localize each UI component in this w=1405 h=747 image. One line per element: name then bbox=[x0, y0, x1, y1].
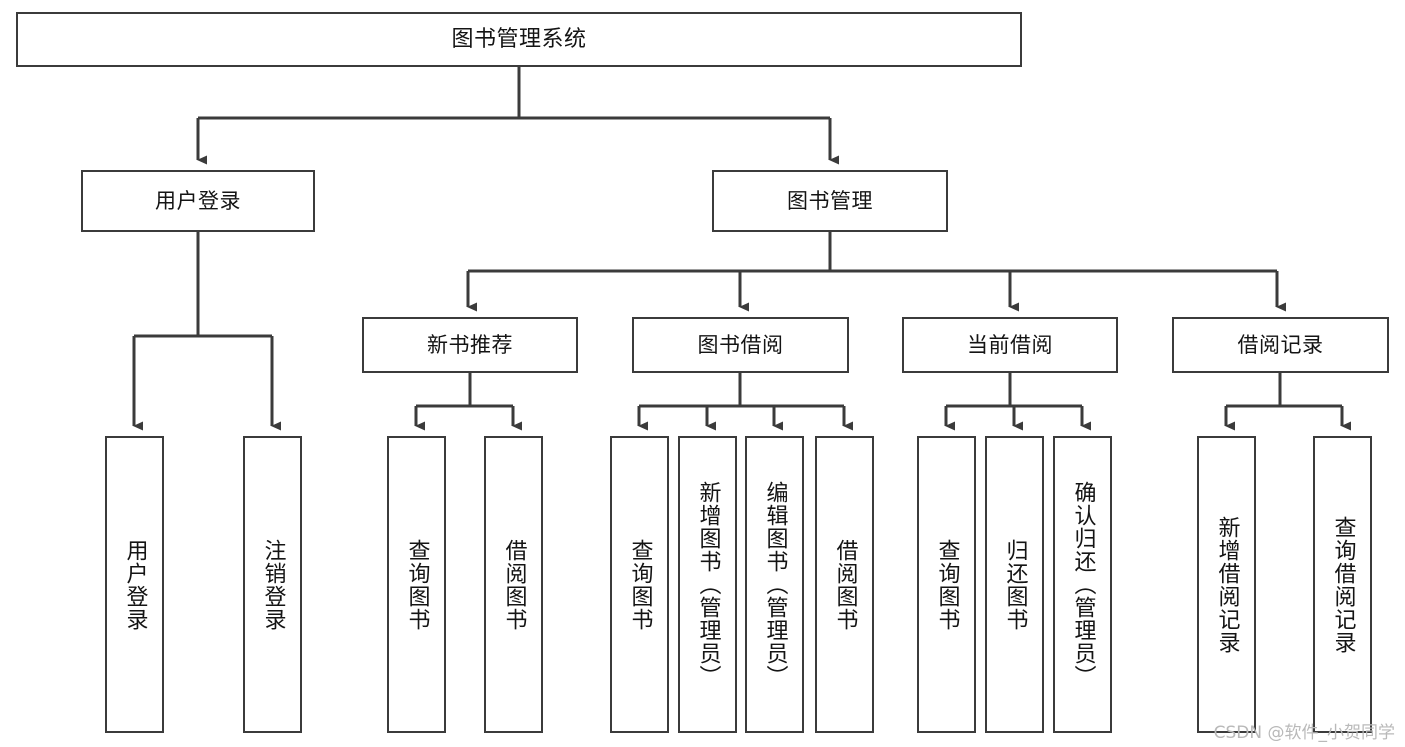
node-user-login[interactable]: 用户登录 bbox=[81, 170, 315, 232]
leaf-current-query-book[interactable]: 查询图书 bbox=[917, 436, 976, 733]
node-label: 借阅图书 bbox=[501, 538, 527, 631]
node-label: 编辑图书（管理员） bbox=[762, 481, 788, 688]
leaf-borrow-query-book[interactable]: 查询图书 bbox=[610, 436, 669, 733]
node-label: 查询图书 bbox=[404, 538, 430, 631]
node-label: 新增借阅记录 bbox=[1214, 515, 1240, 654]
node-label: 注销登录 bbox=[260, 538, 286, 631]
node-book-borrow[interactable]: 图书借阅 bbox=[632, 317, 849, 373]
leaf-current-return-book[interactable]: 归还图书 bbox=[985, 436, 1044, 733]
leaf-borrow-add-book-admin[interactable]: 新增图书（管理员） bbox=[678, 436, 737, 733]
node-new-book-recommend[interactable]: 新书推荐 bbox=[362, 317, 578, 373]
node-root-system[interactable]: 图书管理系统 bbox=[16, 12, 1022, 67]
leaf-user-login[interactable]: 用户登录 bbox=[105, 436, 164, 733]
node-label: 借阅图书 bbox=[832, 538, 858, 631]
leaf-borrow-borrow-book[interactable]: 借阅图书 bbox=[815, 436, 874, 733]
node-label: 用户登录 bbox=[155, 188, 241, 213]
node-label: 新增图书（管理员） bbox=[695, 481, 721, 688]
node-label: 图书借阅 bbox=[697, 332, 784, 357]
leaf-borrow-edit-book-admin[interactable]: 编辑图书（管理员） bbox=[745, 436, 804, 733]
node-label: 查询图书 bbox=[934, 538, 960, 631]
node-label: 确认归还（管理员） bbox=[1070, 481, 1096, 688]
node-label: 图书管理系统 bbox=[451, 26, 587, 52]
node-label: 借阅记录 bbox=[1237, 332, 1324, 357]
leaf-current-confirm-return-admin[interactable]: 确认归还（管理员） bbox=[1053, 436, 1112, 733]
leaf-user-logout[interactable]: 注销登录 bbox=[243, 436, 302, 733]
leaf-recommend-query-book[interactable]: 查询图书 bbox=[387, 436, 446, 733]
leaf-record-query-borrow-record[interactable]: 查询借阅记录 bbox=[1313, 436, 1372, 733]
leaf-record-add-borrow-record[interactable]: 新增借阅记录 bbox=[1197, 436, 1256, 733]
node-label: 图书管理 bbox=[787, 188, 873, 213]
node-label: 查询图书 bbox=[627, 538, 653, 631]
leaf-recommend-borrow-book[interactable]: 借阅图书 bbox=[484, 436, 543, 733]
node-book-management[interactable]: 图书管理 bbox=[712, 170, 948, 232]
node-label: 查询借阅记录 bbox=[1330, 515, 1356, 654]
node-current-borrow[interactable]: 当前借阅 bbox=[902, 317, 1118, 373]
node-label: 新书推荐 bbox=[427, 332, 513, 357]
node-label: 当前借阅 bbox=[967, 332, 1053, 357]
node-label: 归还图书 bbox=[1002, 538, 1028, 631]
node-label: 用户登录 bbox=[122, 538, 148, 631]
node-borrow-record[interactable]: 借阅记录 bbox=[1172, 317, 1389, 373]
